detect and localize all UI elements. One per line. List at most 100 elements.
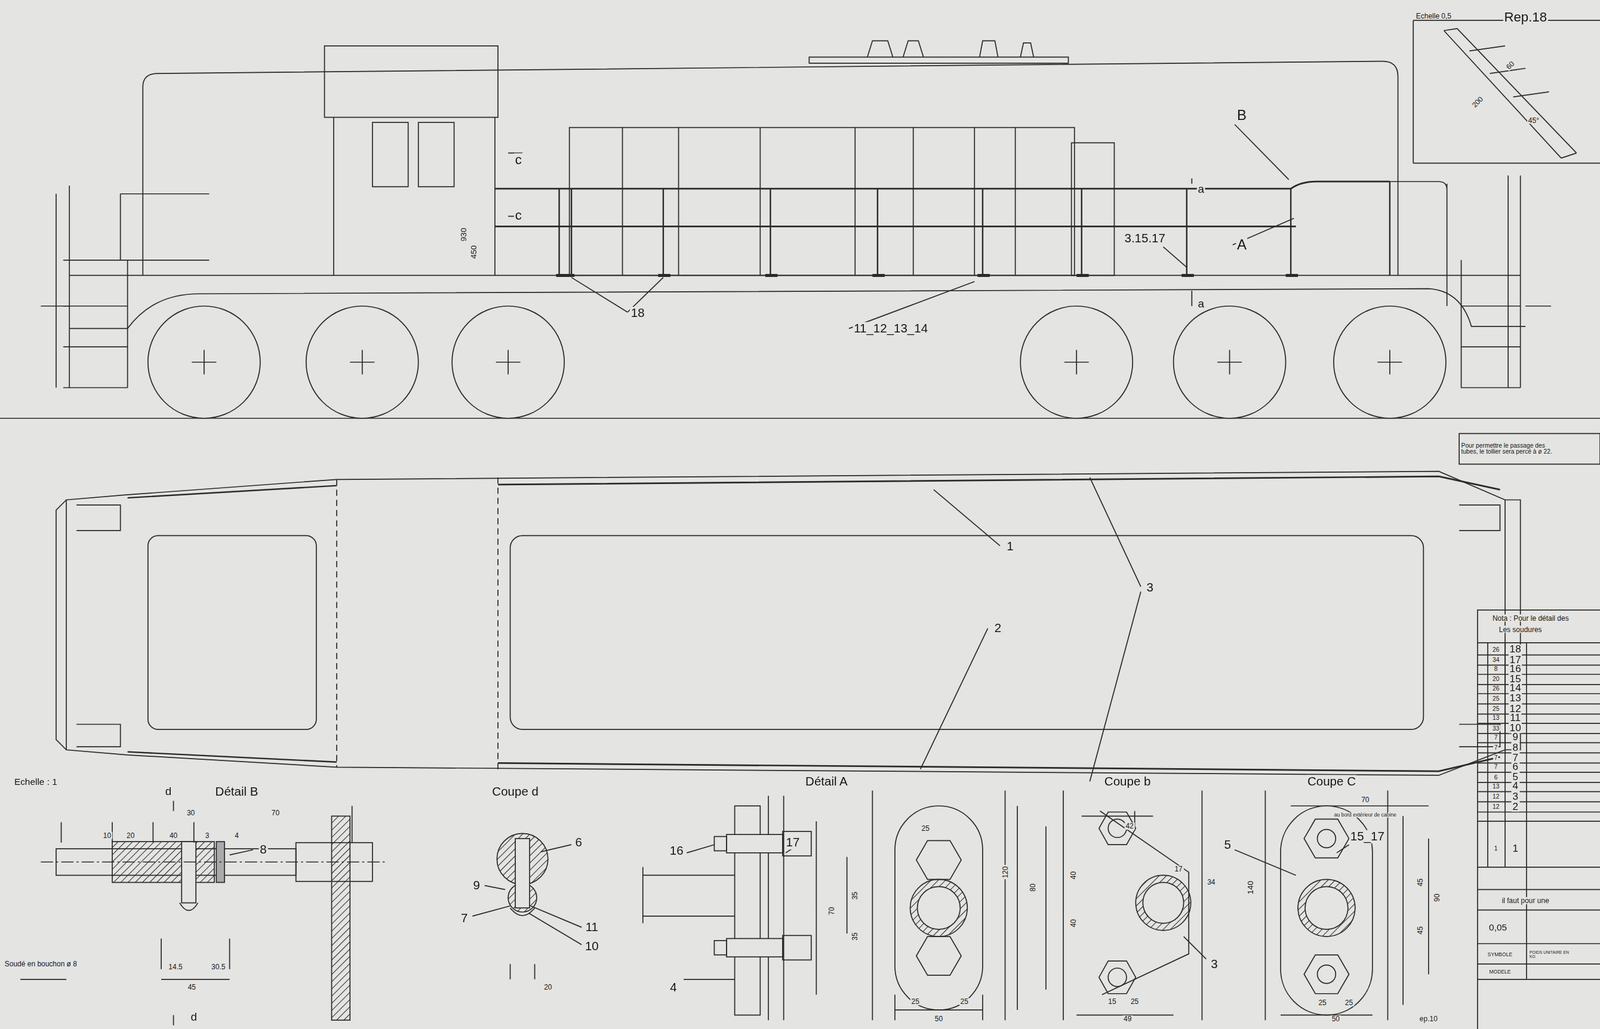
dimension-text: 50: [1330, 1015, 1341, 1024]
dimension-text: 6: [1493, 774, 1499, 781]
dimension-text: 42: [1124, 822, 1135, 831]
callout-number: 2: [993, 622, 1003, 636]
dimension-text: 40: [168, 832, 179, 840]
dimension-text: 17: [1173, 865, 1184, 874]
dimension-text: 25: [910, 998, 921, 1006]
dimension-text: Nota : Pour le détail des: [1491, 614, 1570, 623]
dimension-text: Pour permettre le passage des tubes, le …: [1460, 442, 1557, 456]
dimension-text: 17: [1508, 654, 1522, 666]
callout-number: 4: [669, 981, 679, 995]
dimension-text: 45: [186, 983, 198, 992]
dimension-text: 26: [1491, 646, 1501, 654]
dimension-text: 13: [1508, 693, 1522, 705]
callout-number: 3: [1210, 957, 1220, 971]
callout-number: 3: [1145, 581, 1155, 595]
callout-number: Coupe d: [491, 785, 540, 799]
dimension-text: 40: [1069, 870, 1078, 881]
dimension-text: 90: [1432, 893, 1441, 904]
dimension-text: Echelle 0,5: [1414, 12, 1453, 21]
dimension-text: Echelle : 1: [13, 777, 58, 788]
dimension-text: 70: [270, 809, 281, 818]
callout-number: d: [164, 785, 173, 798]
callout-number: c: [514, 208, 523, 223]
dimension-text: 25: [959, 998, 970, 1006]
callout-number: Coupe C: [1306, 774, 1357, 789]
dimension-text: 12: [1491, 793, 1501, 800]
callout-number: Détail A: [804, 774, 849, 789]
dimension-text: 120: [1001, 865, 1009, 880]
dimension-text: 14: [1508, 683, 1522, 695]
dimension-text: Les soudures: [1497, 625, 1543, 634]
dimension-text: au bord extérieur de cabine: [1333, 812, 1398, 818]
dimension-text: 16: [1508, 664, 1522, 676]
dimension-text: 7: [1493, 744, 1499, 752]
callout-number: 18: [629, 306, 646, 320]
dimension-text: 3: [1511, 791, 1520, 803]
dimension-text: 15: [1107, 998, 1118, 1006]
dimension-text: 35: [851, 931, 860, 943]
dimension-text: 70: [1360, 796, 1371, 805]
dimension-text: 18: [1508, 644, 1522, 656]
dimension-text: 25: [1491, 695, 1501, 703]
callout-number: Coupe b: [1103, 774, 1152, 789]
dimension-text: 15: [1508, 674, 1522, 685]
dimension-text: 10: [102, 832, 113, 840]
dimension-text: 8: [1493, 666, 1499, 673]
callout-number: a: [1197, 297, 1206, 310]
dimension-text: 6: [1511, 762, 1520, 774]
dimension-text: 25: [1491, 705, 1501, 713]
dimension-text: ep.10: [1418, 1015, 1439, 1024]
callout-number: 15_17: [1349, 830, 1386, 844]
dimension-text: 450: [470, 244, 479, 260]
callout-number: 17: [785, 836, 801, 850]
dimension-text: 11: [1509, 713, 1522, 725]
callout-number: 11_12_13_14: [852, 322, 929, 336]
callout-number: 8: [259, 843, 269, 857]
dimension-text: 25: [920, 825, 931, 833]
dimension-text: 13: [1491, 715, 1501, 722]
dimension-text: 34: [1491, 656, 1501, 664]
dimension-text: POIDS UNITAIRE EN KG: [1528, 951, 1574, 960]
dimension-text: 1: [1493, 845, 1499, 853]
dimension-text: 25: [1129, 998, 1140, 1006]
dimension-text: 0,05: [1487, 923, 1508, 934]
dimension-text: 4: [233, 832, 240, 840]
callout-number: 7: [459, 911, 469, 925]
dimension-text: 7: [1493, 734, 1499, 742]
dimension-text: Soudé en bouchon ø 8: [3, 960, 79, 969]
dimension-text: MODELE: [1488, 969, 1513, 975]
callout-number: A: [1235, 237, 1248, 253]
dimension-text: 50: [933, 1015, 944, 1024]
dimension-text: 13: [1491, 783, 1501, 791]
dimension-text: 5: [1511, 771, 1520, 783]
dimension-text: 45°: [1527, 116, 1541, 125]
dimension-text: 35: [851, 890, 860, 901]
dimension-text: 12: [1491, 803, 1501, 811]
dimension-text: 8: [1511, 742, 1520, 754]
callout-number: 6: [574, 836, 584, 850]
dimension-text: 20: [125, 832, 136, 840]
dimension-text: 140: [1246, 880, 1255, 896]
dimension-text: 20: [1491, 676, 1501, 683]
dimension-text: 25: [1317, 999, 1328, 1008]
dimension-text: 9: [1511, 732, 1520, 744]
dimension-text: 4: [1511, 781, 1520, 793]
callout-number: Détail B: [214, 785, 260, 799]
callout-number: 9: [472, 879, 482, 893]
dimension-text: 10: [1508, 722, 1522, 734]
dimension-text: SYMBOLE: [1486, 952, 1514, 958]
dimension-text: 45: [1416, 877, 1425, 888]
callout-number: 3.15.17: [1123, 232, 1167, 246]
dimension-text: 26: [1491, 685, 1501, 693]
callout-number: 5: [1223, 838, 1233, 852]
callout-number: 10: [583, 940, 600, 954]
dimension-text: 45: [1416, 925, 1425, 936]
dimension-text: 7: [1511, 752, 1520, 763]
dimension-text: 33: [1491, 725, 1501, 732]
dimension-text: 70: [828, 906, 836, 917]
dimension-text: 20: [542, 983, 553, 992]
dimension-text: il faut pour une: [1500, 897, 1551, 906]
dimension-text: 7: [1493, 754, 1499, 762]
dimension-text: 25: [1343, 999, 1355, 1008]
